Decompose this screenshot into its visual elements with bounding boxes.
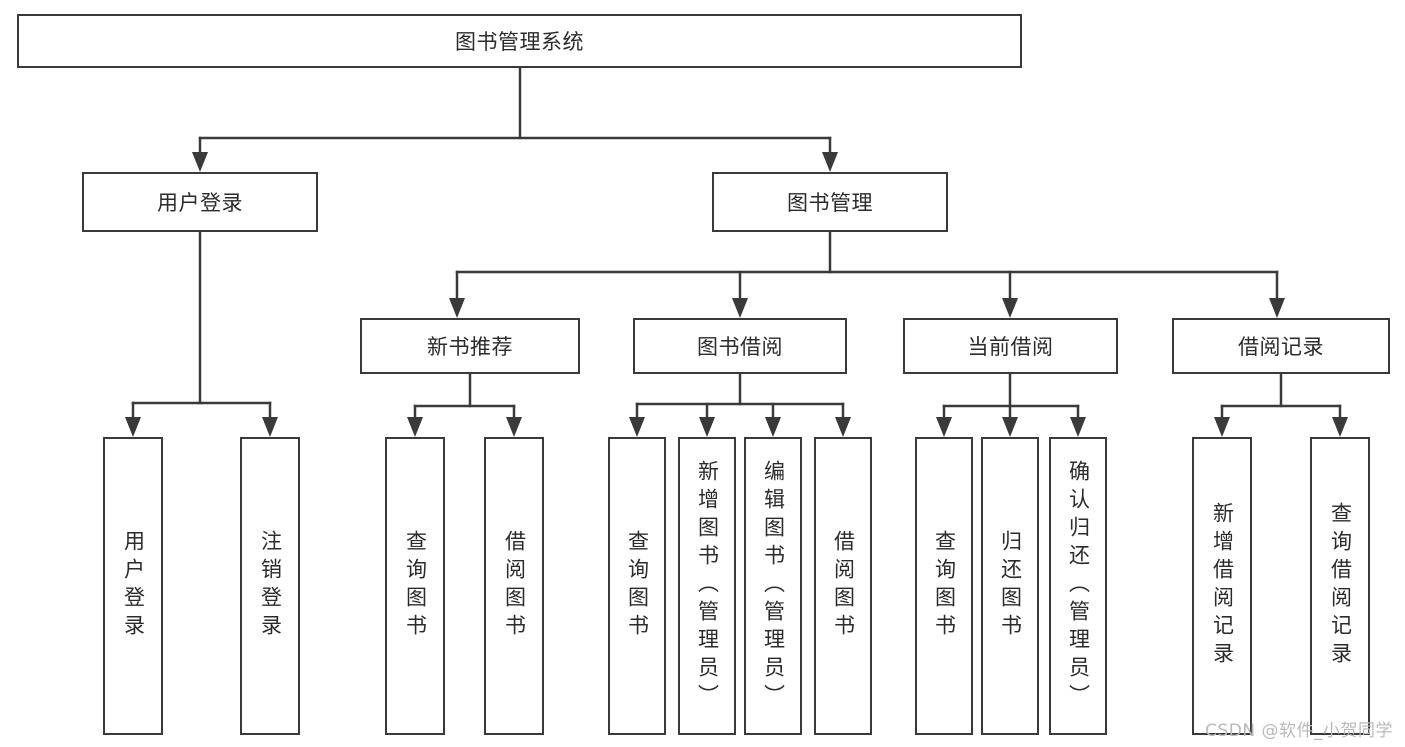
node-user-login: 用户登录 (82, 172, 318, 232)
node-label: 图书管理系统 (455, 30, 584, 54)
arrow-head-book-manage-bus-3 (1269, 298, 1285, 318)
node-leaf-leaf-edit-book-admin: 编辑图书（管理员） (744, 437, 802, 735)
node-leaf-leaf-borrow-book-1: 借阅图书 (484, 437, 544, 735)
node-label: 图书管理 (787, 191, 873, 215)
node-label: 查询借阅记录 (1328, 502, 1353, 670)
node-label: 用户登录 (121, 530, 146, 642)
arrow-head-current-borrow-bus-1 (1002, 417, 1018, 437)
node-label: 借阅图书 (831, 530, 856, 642)
node-leaf-leaf-query-book-2: 查询图书 (608, 437, 666, 735)
arrow-head-user-login-bus-1 (262, 417, 278, 437)
node-leaf-leaf-user-login: 用户登录 (103, 437, 163, 735)
arrow-head-book-borrow-bus-2 (765, 417, 781, 437)
node-label: 新书推荐 (427, 335, 513, 359)
arrow-head-new-book-bus-0 (407, 417, 423, 437)
watermark: CSDN @软件_小贺同学 (1205, 721, 1393, 741)
node-label: 借阅图书 (502, 530, 527, 642)
node-leaf-leaf-add-borrow-record: 新增借阅记录 (1192, 437, 1252, 735)
arrow-head-new-book-bus-1 (506, 417, 522, 437)
arrow-head-root-bus-1 (822, 152, 838, 172)
arrow-head-current-borrow-bus-0 (936, 417, 952, 437)
arrow-head-book-manage-bus-0 (449, 298, 465, 318)
arrow-head-book-borrow-bus-3 (835, 417, 851, 437)
node-label: 确认归还（管理员） (1066, 460, 1091, 712)
node-label: 查询图书 (932, 530, 957, 642)
node-leaf-leaf-borrow-book-2: 借阅图书 (814, 437, 872, 735)
arrow-head-book-manage-bus-1 (732, 298, 748, 318)
node-leaf-leaf-query-book-1: 查询图书 (385, 437, 445, 735)
arrow-head-book-borrow-bus-0 (629, 417, 645, 437)
node-leaf-leaf-return-book: 归还图书 (981, 437, 1039, 735)
node-leaf-leaf-query-borrow-record: 查询借阅记录 (1310, 437, 1370, 735)
node-label: 图书借阅 (697, 335, 783, 359)
node-leaf-leaf-confirm-return-admin: 确认归还（管理员） (1049, 437, 1107, 735)
node-leaf-leaf-add-book-admin: 新增图书（管理员） (678, 437, 736, 735)
node-label: 编辑图书（管理员） (761, 460, 786, 712)
arrow-head-root-bus-0 (192, 152, 208, 172)
node-leaf-leaf-logout: 注销登录 (240, 437, 300, 735)
arrow-head-borrow-record-bus-0 (1214, 417, 1230, 437)
node-new-book-recommend: 新书推荐 (360, 318, 580, 374)
node-label: 查询图书 (403, 530, 428, 642)
node-label: 用户登录 (157, 191, 243, 215)
node-label: 新增借阅记录 (1210, 502, 1235, 670)
node-current-borrow: 当前借阅 (903, 318, 1118, 374)
node-label: 新增图书（管理员） (695, 460, 720, 712)
node-leaf-leaf-query-book-3: 查询图书 (915, 437, 973, 735)
node-borrow-record: 借阅记录 (1172, 318, 1390, 374)
arrow-head-borrow-record-bus-1 (1332, 417, 1348, 437)
arrow-head-user-login-bus-0 (125, 417, 141, 437)
arrow-head-book-manage-bus-2 (1002, 298, 1018, 318)
node-label: 归还图书 (998, 530, 1023, 642)
node-label: 注销登录 (258, 530, 283, 642)
node-label: 当前借阅 (967, 335, 1054, 359)
node-book-manage: 图书管理 (712, 172, 948, 232)
arrow-head-book-borrow-bus-1 (699, 417, 715, 437)
node-label: 查询图书 (625, 530, 650, 642)
node-book-borrow: 图书借阅 (633, 318, 847, 374)
node-label: 借阅记录 (1238, 335, 1324, 359)
node-root-root: 图书管理系统 (17, 14, 1022, 68)
arrow-head-current-borrow-bus-2 (1070, 417, 1086, 437)
